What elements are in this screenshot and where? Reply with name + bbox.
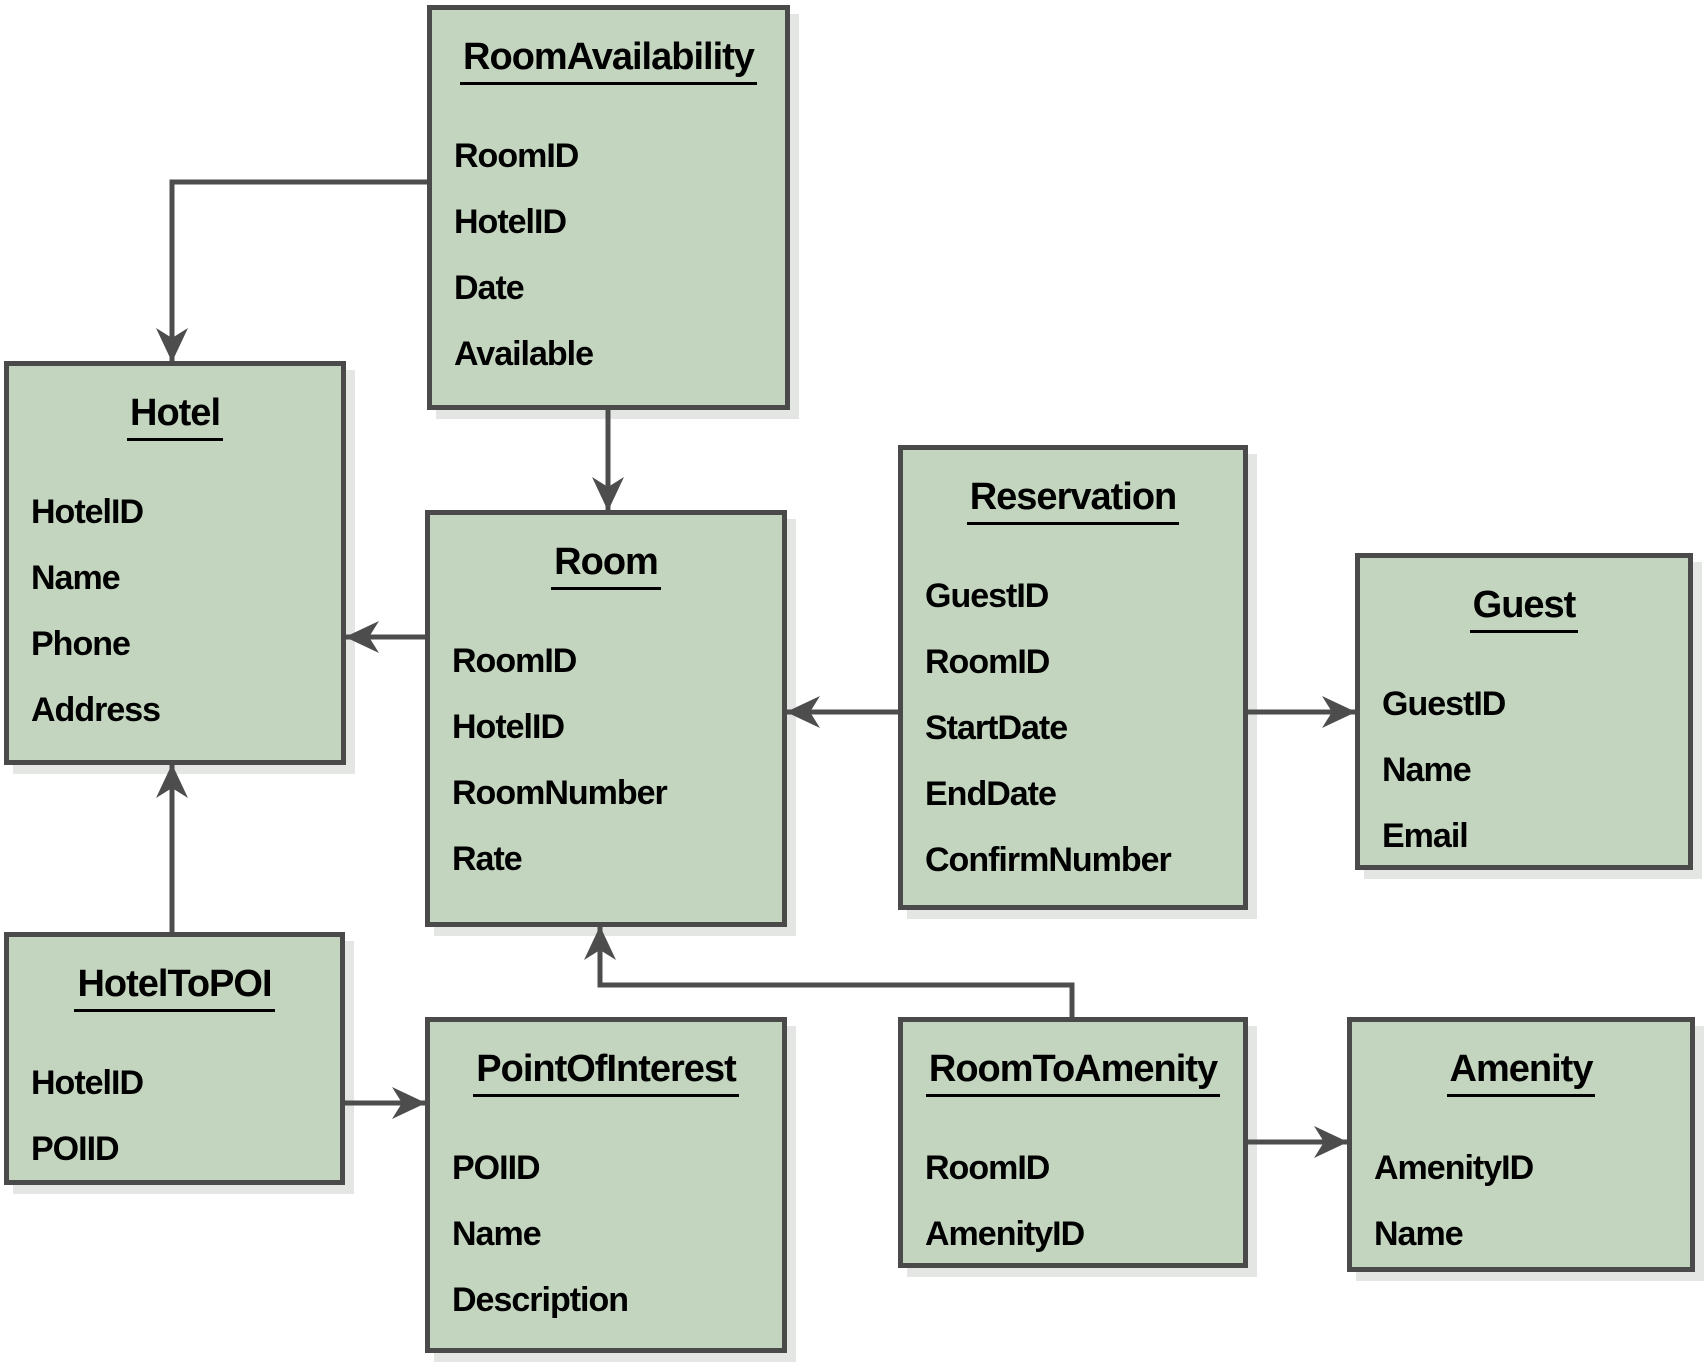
entity-field: Rate (452, 840, 523, 878)
entity-field: RoomID (454, 137, 579, 175)
entity-field: HotelID (31, 1064, 144, 1102)
entity-amenity: Amenity AmenityID Name (1347, 1017, 1695, 1272)
entity-title-text: Guest (1469, 582, 1579, 633)
entity-field: Description (452, 1281, 629, 1319)
entity-field: AmenityID (925, 1215, 1085, 1253)
entity-title-text: PointOfInterest (473, 1046, 739, 1097)
entity-title: Reservation (903, 474, 1243, 525)
entity-field: Available (454, 335, 594, 373)
entity-title-text: HotelToPOI (74, 961, 275, 1012)
entity-title: Guest (1360, 582, 1688, 633)
entity-title-text: RoomToAmenity (925, 1046, 1221, 1097)
entity-field: HotelID (454, 203, 567, 241)
entity-field: RoomID (452, 642, 577, 680)
entity-field: EndDate (925, 775, 1057, 813)
entity-title-text: Reservation (966, 474, 1180, 525)
entity-field: Name (31, 559, 121, 597)
entity-field: RoomNumber (452, 774, 668, 812)
entity-field: GuestID (1382, 685, 1506, 723)
entity-fields: RoomID AmenityID (903, 1135, 1243, 1267)
entity-field: AmenityID (1374, 1149, 1534, 1187)
entity-title: RoomToAmenity (903, 1046, 1243, 1097)
entity-field: Date (454, 269, 525, 307)
entity-title-text: Hotel (127, 390, 223, 441)
entity-field: Phone (31, 625, 131, 663)
entity-field: RoomID (925, 643, 1050, 681)
entity-room-to-amenity: RoomToAmenity RoomID AmenityID (898, 1017, 1248, 1268)
entity-title: Hotel (9, 390, 341, 441)
entity-hotel-to-poi: HotelToPOI HotelID POIID (4, 932, 345, 1185)
entity-title-text: Amenity (1446, 1046, 1596, 1097)
entity-field: Name (452, 1215, 542, 1253)
entity-title-text: RoomAvailability (460, 34, 757, 85)
entity-title: RoomAvailability (432, 34, 785, 85)
entity-title: HotelToPOI (9, 961, 340, 1012)
entity-field: Name (1382, 751, 1472, 789)
entity-field: HotelID (452, 708, 565, 746)
entity-field: GuestID (925, 577, 1049, 615)
entity-fields: AmenityID Name (1352, 1135, 1690, 1267)
entity-title: Amenity (1352, 1046, 1690, 1097)
arrow-roomtoamenity-to-room (584, 926, 1075, 1017)
entity-field: ConfirmNumber (925, 841, 1172, 879)
entity-title-text: Room (551, 539, 661, 590)
entity-field: StartDate (925, 709, 1068, 747)
entity-title: PointOfInterest (430, 1046, 782, 1097)
entity-field: Email (1382, 817, 1469, 855)
entity-fields: HotelID POIID (9, 1050, 340, 1182)
entity-field: Address (31, 691, 161, 729)
entity-field: HotelID (31, 493, 144, 531)
entity-title: Room (430, 539, 782, 590)
entity-field: RoomID (925, 1149, 1050, 1187)
entity-field: POIID (452, 1149, 541, 1187)
entity-field: Name (1374, 1215, 1464, 1253)
arrow-roomavailability-to-hotel (156, 179, 427, 362)
entity-field: POIID (31, 1130, 120, 1168)
